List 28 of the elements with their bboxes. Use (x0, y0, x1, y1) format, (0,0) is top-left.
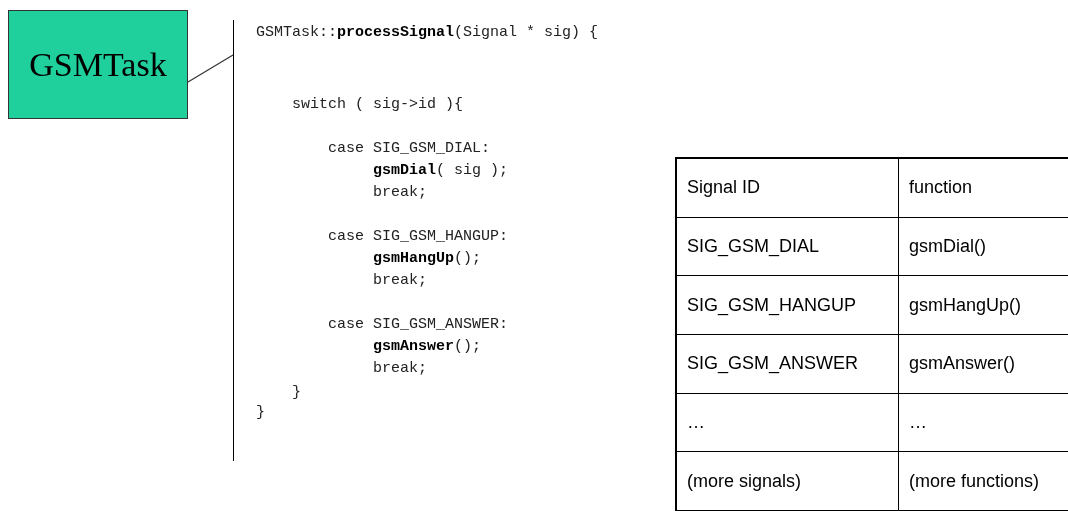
code-line: case SIG_GSM_DIAL: (328, 140, 491, 158)
task-box (8, 10, 188, 119)
header-cell: function (899, 159, 1068, 218)
code-line: case SIG_GSM_ANSWER: (328, 316, 509, 334)
code-line: gsmAnswer(); (373, 338, 482, 356)
table-cell: SIG_GSM_HANGUP (677, 276, 899, 335)
table-cell: gsmAnswer() (899, 335, 1068, 394)
table-cell: (more signals) (677, 452, 899, 511)
table-cell: (more functions) (899, 452, 1068, 511)
code-line: break; (373, 184, 427, 202)
table-cell: gsmHangUp() (899, 276, 1068, 335)
table-cell: SIG_GSM_DIAL (677, 217, 899, 277)
code-line: switch ( sig->id ){ (292, 96, 464, 114)
code-line: } (292, 384, 301, 402)
table-cell: SIG_GSM_ANSWER (677, 335, 899, 394)
table-cell: … (899, 393, 1068, 453)
leader-line (187, 54, 234, 83)
table-cell: gsmDial() (899, 217, 1068, 277)
box-title: GSMTask (29, 45, 167, 84)
code-line: gsmDial( sig ); (373, 162, 509, 180)
code-line: break; (373, 360, 427, 378)
code-line: } (256, 404, 265, 422)
code-line: gsmHangUp(); (373, 250, 482, 268)
code-line: break; (373, 272, 427, 290)
table-cell: … (677, 393, 899, 453)
code-line: GSMTask::processSignal(Signal * sig) { (256, 24, 599, 42)
header-cell: Signal ID (677, 159, 899, 218)
code-line: case SIG_GSM_HANGUP: (328, 228, 509, 246)
